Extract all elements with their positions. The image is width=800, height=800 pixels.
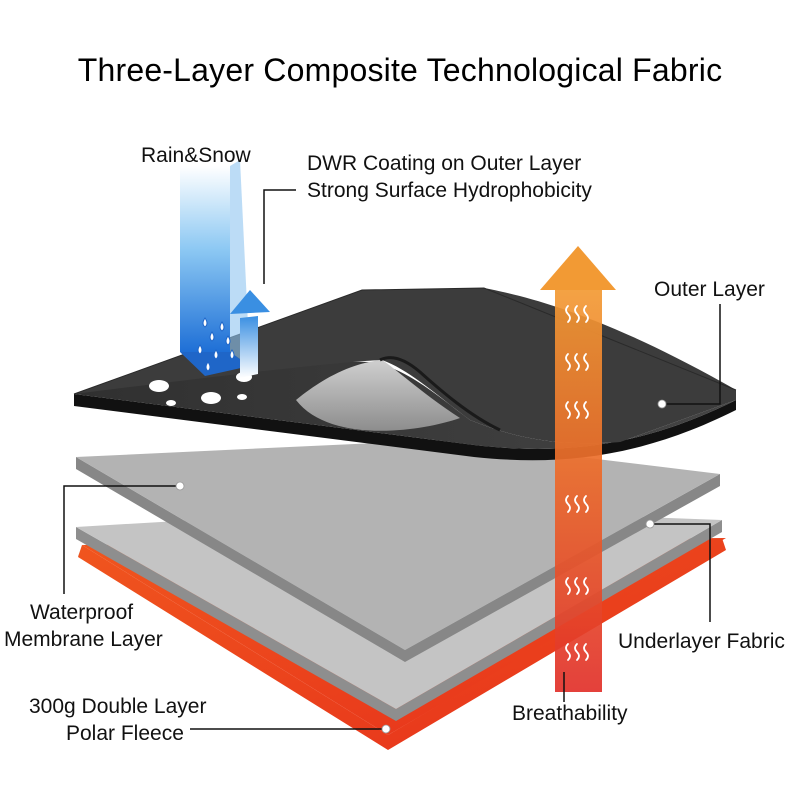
outer-layer: [73, 287, 737, 461]
leader-lines: [63, 189, 721, 730]
membrane-label-line2: Membrane Layer: [4, 628, 163, 651]
fleece-label-line2: Polar Fleece: [66, 722, 184, 745]
dwr-label-line1: DWR Coating on Outer Layer: [307, 152, 582, 175]
repel-arrow-icon: [230, 290, 270, 378]
rain-drops: [197, 317, 235, 372]
breath-arrow-icon: [540, 246, 616, 692]
outer-layer-label: Outer Layer: [654, 278, 765, 301]
anchor-dots: [175, 399, 667, 734]
dwr-label-line2: Strong Surface Hydrophobicity: [307, 179, 592, 202]
page-title: Three-Layer Composite Technological Fabr…: [77, 52, 723, 88]
heat-icons: [565, 305, 589, 661]
membrane-label-line1: Waterproof: [30, 601, 134, 624]
rain-arrow-icon: [180, 160, 250, 376]
rain-label: Rain&Snow: [141, 144, 251, 167]
fleece-label-line1: 300g Double Layer: [29, 695, 207, 718]
underlayer-label: Underlayer Fabric: [618, 630, 785, 653]
breathability-label: Breathability: [512, 702, 628, 725]
